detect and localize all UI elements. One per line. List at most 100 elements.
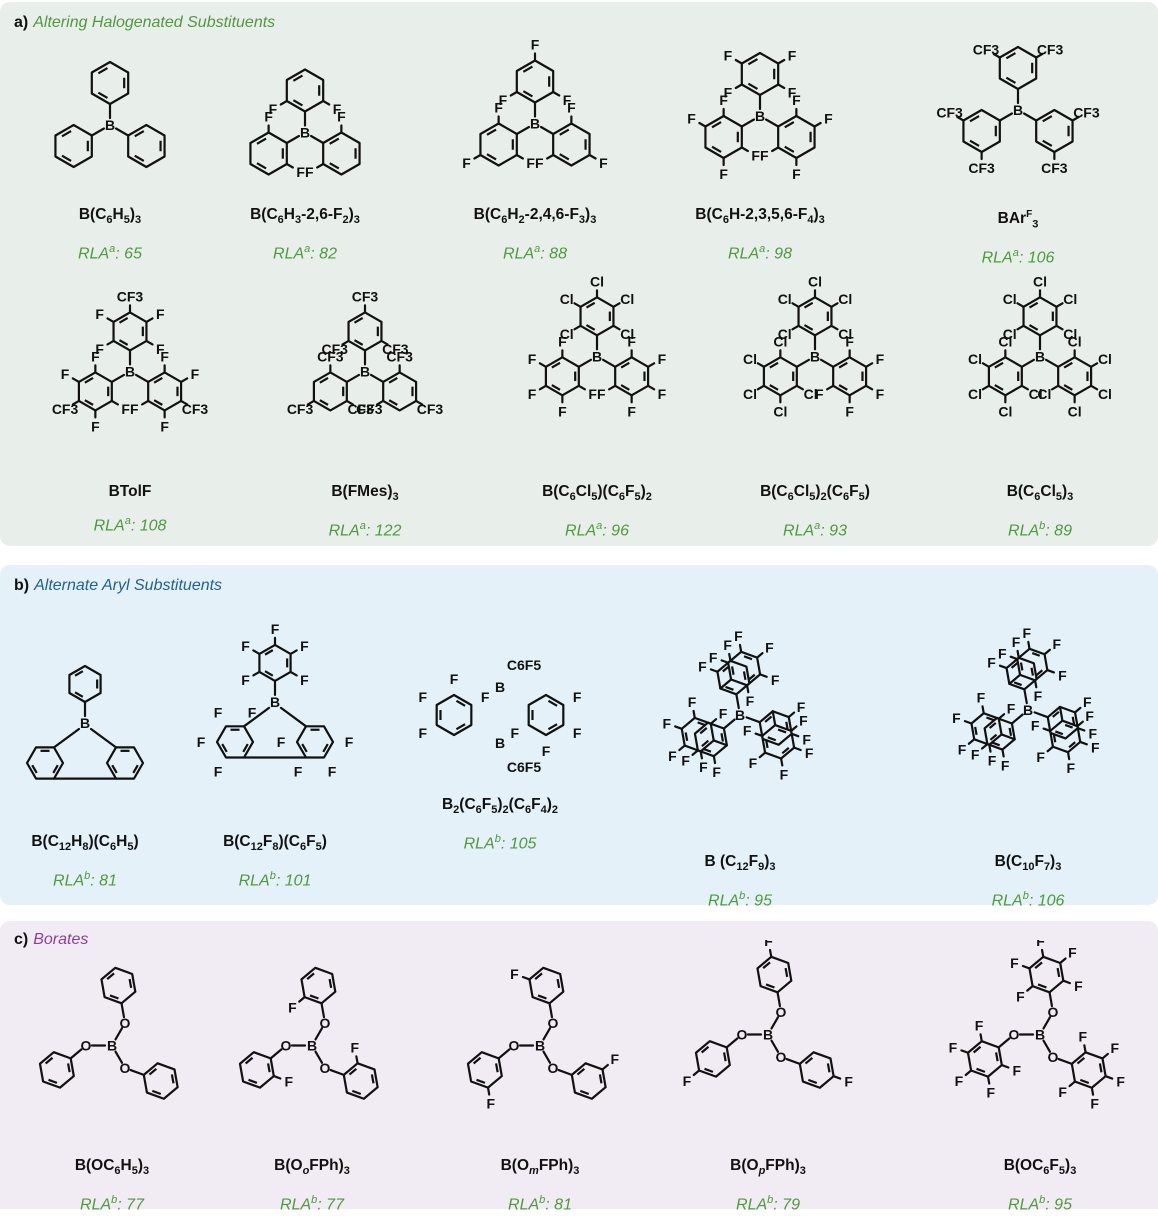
fluorine-atom: F	[627, 333, 636, 349]
compound-formula: B(C12F8)(C6F5)	[223, 833, 327, 854]
single-bond	[289, 649, 298, 656]
double-bond	[720, 733, 725, 742]
double-bond	[132, 764, 139, 774]
fluorine-atom: F	[285, 1074, 294, 1090]
single-bond	[242, 706, 271, 728]
single-bond	[1000, 733, 1016, 741]
single-bond	[309, 134, 325, 145]
cf3-group: CF3	[1041, 160, 1068, 176]
single-bond	[1057, 1057, 1073, 1065]
double-bond	[547, 699, 558, 707]
single-bond	[539, 125, 555, 136]
fluorine-atom: F	[160, 418, 169, 434]
double-bond	[784, 967, 789, 978]
rla-label: RLA	[463, 835, 495, 853]
fluorine-atom: F	[95, 341, 104, 357]
single-bond	[71, 377, 81, 384]
fluorine-atom: F	[1036, 940, 1045, 949]
single-bond	[1043, 648, 1052, 656]
fluorine-atom: F	[975, 1017, 984, 1033]
single-bond	[832, 1075, 842, 1080]
fluorine-atom: F	[824, 111, 833, 127]
fluorine-atom: F	[599, 155, 608, 171]
double-bond	[784, 121, 795, 129]
single-bond	[674, 725, 683, 730]
rla-number: : 93	[820, 522, 847, 540]
single-bond	[981, 362, 991, 368]
fluorine-atom: F	[987, 1084, 996, 1100]
aryl-ring	[382, 371, 418, 412]
single-bond	[601, 358, 617, 368]
double-bond	[701, 739, 710, 748]
boron-atom: B	[810, 348, 820, 364]
rla-value: RLAb: 81	[430, 1189, 650, 1216]
double-bond	[684, 732, 689, 742]
compound-formula: B(C6H3-2,6-F2)3	[250, 206, 360, 227]
aryl-ring	[1035, 108, 1074, 154]
fluorine-atom: F	[958, 742, 967, 758]
single-bond	[552, 90, 561, 97]
double-bond	[1079, 1078, 1090, 1085]
fluorine-atom: F	[1010, 955, 1019, 971]
fluorine-atom: F	[698, 658, 707, 674]
single-bond	[770, 1039, 780, 1053]
single-bond	[758, 751, 767, 759]
single-bond	[712, 739, 728, 747]
fluorine-atom: F	[121, 401, 130, 417]
double-bond	[559, 128, 570, 136]
fluorine-atom: F	[765, 639, 774, 655]
single-bond	[1022, 112, 1038, 122]
double-bond	[348, 1067, 358, 1076]
panel-c-letter: c)	[14, 931, 29, 948]
fluorine-atom: F	[264, 109, 273, 125]
compound-formula: BTolF	[108, 483, 152, 500]
single-bond	[1016, 324, 1025, 331]
panel-b-letter: b)	[14, 577, 30, 594]
single-bond	[795, 384, 804, 391]
compound-caption: B(C6Cl5)2(C6F5)RLAa: 93	[705, 482, 925, 542]
double-bond	[329, 137, 340, 145]
single-bond	[179, 399, 189, 406]
boron-atom: B	[755, 108, 765, 124]
compound-formula: B(C10F7)3	[994, 853, 1062, 874]
rla-value: RLAa: 93	[705, 515, 925, 542]
fluorine-atom: F	[788, 48, 797, 64]
double-bond	[988, 722, 997, 729]
double-bond	[476, 1078, 486, 1084]
double-bond	[807, 1078, 818, 1085]
cf3-group: CF3	[356, 401, 383, 417]
single-bond	[1008, 673, 1022, 685]
double-bond	[1010, 661, 1019, 669]
double-bond	[61, 130, 72, 138]
rla-label: RLA	[503, 245, 535, 263]
single-bond	[1033, 679, 1038, 689]
single-bond	[1027, 640, 1031, 650]
single-bond	[1076, 720, 1084, 728]
double-bond	[353, 339, 364, 346]
single-bond	[692, 1069, 701, 1077]
single-bond	[1023, 688, 1028, 705]
double-bond	[743, 655, 753, 661]
single-bond	[646, 384, 656, 391]
fluorine-atom: F	[419, 689, 428, 705]
double-bond	[704, 1067, 714, 1073]
single-bond	[546, 153, 555, 160]
rla-footnote-mark: b	[539, 1194, 546, 1207]
cf3-group: CF3	[968, 160, 995, 176]
single-bond	[698, 121, 707, 128]
cf3-group: CF3	[386, 348, 413, 364]
double-bond	[620, 361, 630, 369]
single-bond	[608, 384, 617, 391]
single-bond	[289, 670, 298, 677]
single-bond	[981, 705, 985, 715]
fluorine-atom: F	[462, 155, 471, 171]
double-bond	[455, 699, 466, 707]
single-bond	[830, 324, 839, 331]
fluorine-atom: F	[709, 649, 718, 665]
